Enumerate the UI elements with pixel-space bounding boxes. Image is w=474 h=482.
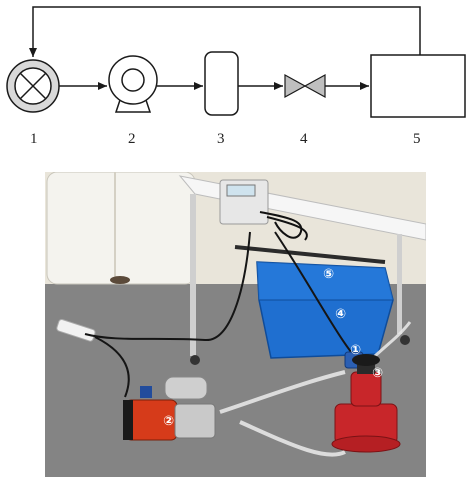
valve-symbol-icon: [284, 73, 326, 99]
marker-5: ⑤: [323, 267, 334, 282]
pump-symbol-icon: [108, 55, 158, 113]
storage-tank: [46, 172, 196, 285]
marker-4: ④: [335, 307, 346, 322]
marker-2: ②: [163, 414, 174, 429]
label-1: 1: [30, 131, 38, 147]
tank-symbol-icon: [204, 51, 239, 116]
marker-1: ①: [350, 343, 361, 358]
test-valve: [331, 354, 401, 453]
label-5: 5: [413, 131, 421, 147]
electric-pump: [123, 376, 216, 441]
label-2: 2: [128, 131, 136, 147]
setup-photo: ⑤ ④ ① ③ ②: [45, 172, 426, 477]
flowmeter-symbol-icon: [6, 59, 60, 113]
label-3: 3: [217, 131, 225, 147]
flow-schematic: 1 2 3 4 5: [6, 6, 466, 147]
label-4: 4: [300, 131, 308, 147]
marker-3: ③: [372, 366, 383, 381]
return-line: [29, 6, 421, 57]
reservoir-symbol-icon: [370, 54, 466, 118]
